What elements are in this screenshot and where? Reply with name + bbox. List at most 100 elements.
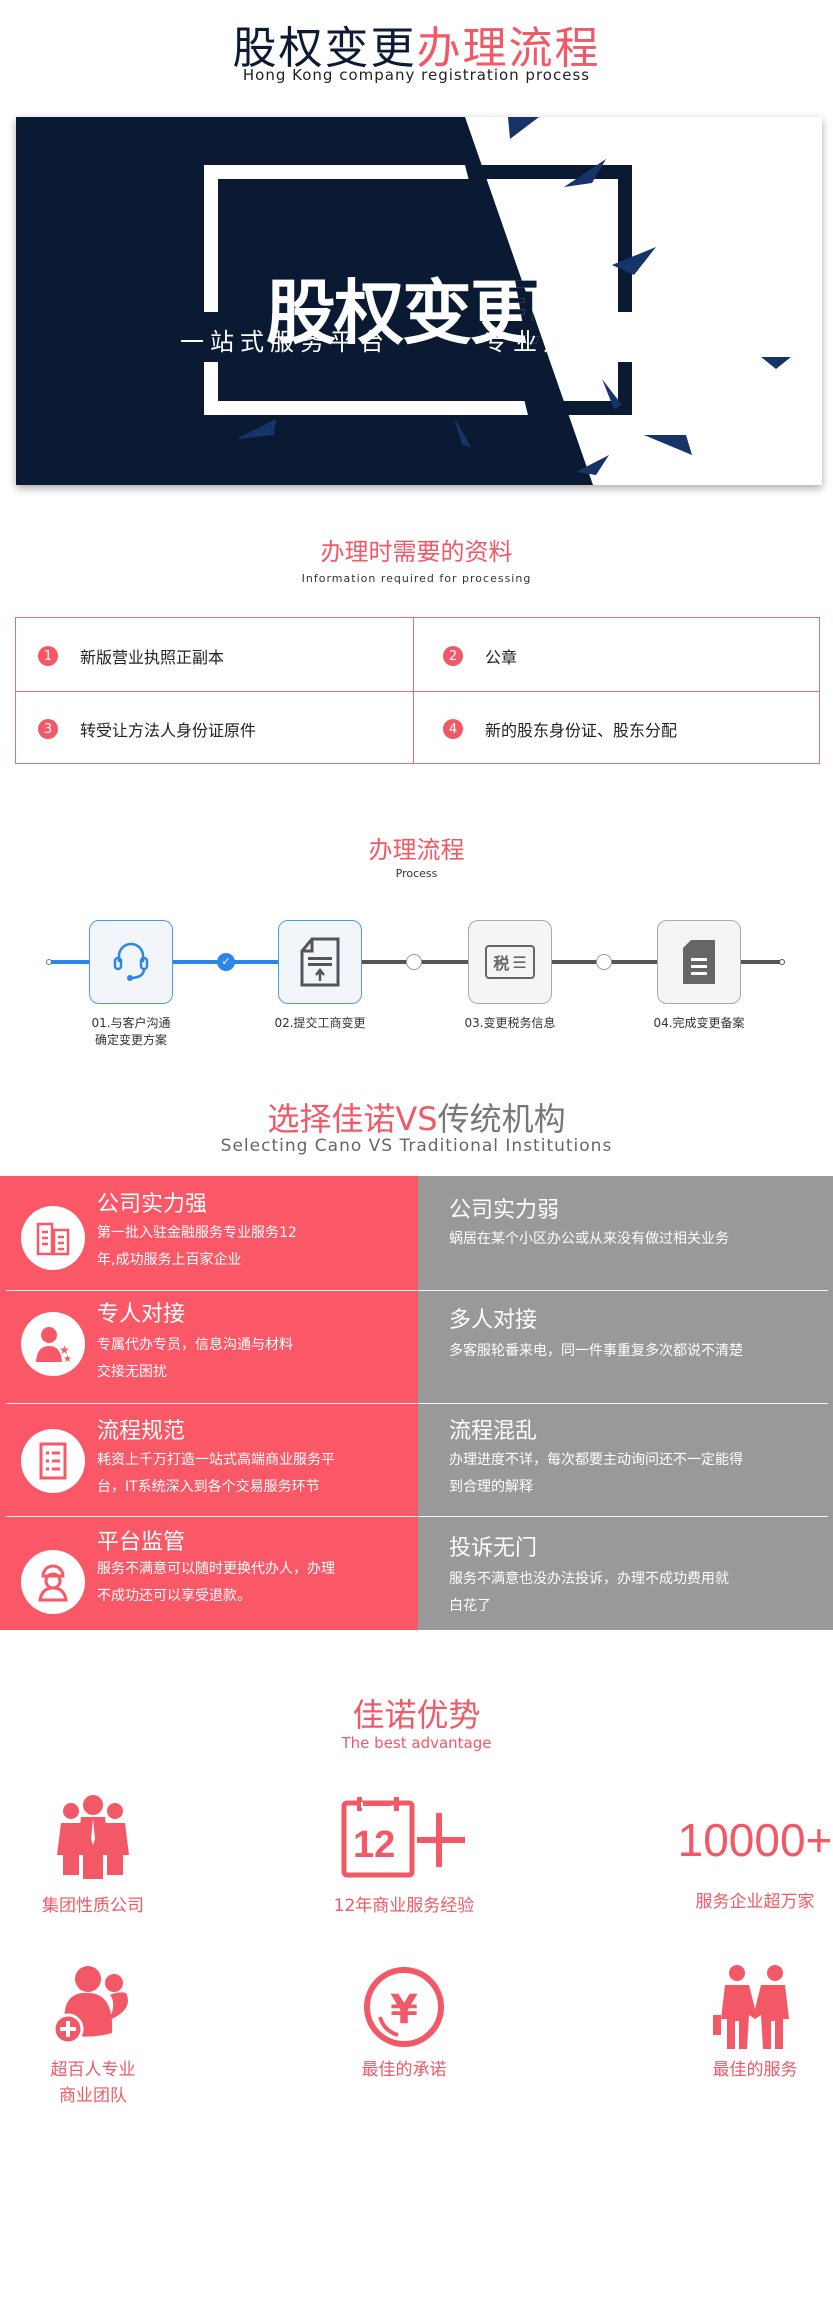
tax-icon-text: 税 (493, 954, 510, 973)
desc-line: 不成功还可以享受退款。 (97, 1588, 251, 1604)
materials-subtitle: Information required for processing (301, 572, 532, 585)
cano-desc: 服务不满意可以随时更换代办人，办理不成功还可以享受退款。 (97, 1556, 335, 1610)
document-upload-icon (300, 937, 340, 987)
step-label-line: 02.提交工商变更 (274, 1016, 366, 1030)
traditional-desc: 服务不满意也没办法投诉，办理不成功费用就白花了 (449, 1566, 729, 1620)
group-people-icon (57, 1795, 129, 1879)
timeline-dot (406, 954, 422, 970)
step-label: 04.完成变更备案 (629, 1015, 769, 1032)
compare-title: 选择佳诺VS传统机构 (0, 1094, 833, 1140)
timeline-start (46, 959, 52, 965)
material-text: 转受让方法人身份证原件 (80, 721, 257, 740)
compare-row: 流程规范 耗资上千万打造一站式高端商业服务平台，IT系统深入到各个交易服务环节 … (0, 1403, 833, 1516)
supervisor-icon (21, 1550, 85, 1614)
compare-table: 公司实力强 第一批入驻金融服务专业服务12 年,成功服务上百家企业 公司实力弱 蜗… (0, 1176, 833, 1630)
material-item: 3 转受让方法人身份证原件 (38, 717, 256, 741)
materials-title: 办理时需要的资料 (320, 538, 513, 566)
headset-icon (113, 942, 149, 981)
divider (413, 618, 414, 763)
traditional-desc: 蜗居在某个小区办公或从来没有做过相关业务 (449, 1231, 729, 1247)
advantage-label: 服务企业超万家 (695, 1892, 815, 1912)
compare-title-gray: 传统机构 (437, 1100, 566, 1138)
page-title: 股权变更办理流程 (0, 12, 833, 76)
advantage-item: 超百人专业 商业团队 (0, 1965, 193, 2109)
traditional-title: 公司实力弱 (449, 1198, 560, 1223)
material-item: 2 公章 (443, 644, 517, 668)
desc-line: 第一批入驻金融服务专业服务12 (97, 1225, 297, 1241)
yen-coin-icon: ¥ (364, 1967, 444, 2047)
checklist-icon (21, 1429, 85, 1493)
number-badge: 2 (443, 646, 463, 666)
page-subtitle: Hong Kong company registration process (242, 66, 591, 84)
tax-icon: 税☰ (485, 945, 535, 979)
advantage-label: 集团性质公司 (42, 1896, 144, 1916)
process-subtitle: Process (395, 867, 438, 880)
cano-title: 流程规范 (97, 1419, 186, 1444)
svg-text:★: ★ (59, 1343, 70, 1357)
hero-banner: 股权变更 股权变更 一站式服务平台 专业办理服务 (16, 117, 822, 485)
step-3[interactable]: 税☰ (468, 920, 552, 1004)
desc-line: 服务不满意也没办法投诉，办理不成功费用就 (449, 1571, 729, 1587)
svg-text:★★: ★★ (63, 1354, 73, 1364)
cano-desc: 耗资上千万打造一站式高端商业服务平台，IT系统深入到各个交易服务环节 (97, 1447, 335, 1501)
advantage-item: 12 12年商业服务经验 (304, 1795, 504, 1919)
step-label: 02.提交工商变更 (250, 1015, 390, 1032)
agent-star-icon: ★★★ (21, 1312, 85, 1376)
divider (16, 691, 819, 692)
file-icon (683, 940, 715, 984)
compare-title-red: 选择佳诺VS (267, 1100, 438, 1138)
advantage-label: 最佳的服务 (712, 2060, 798, 2080)
step-2[interactable] (278, 920, 362, 1004)
advantage-label: 最佳的承诺 (361, 2060, 447, 2080)
step-label: 03.变更税务信息 (440, 1015, 580, 1032)
desc-line: 服务不满意可以随时更换代办人，办理 (97, 1561, 335, 1577)
step-1[interactable] (89, 920, 173, 1004)
material-text: 新的股东身份证、股东分配 (485, 721, 678, 740)
frame-gap (611, 312, 641, 362)
title-dark: 股权变更 (232, 23, 417, 74)
advantage-label: 商业团队 (59, 2086, 127, 2106)
material-item: 4 新的股东身份证、股东分配 (443, 717, 677, 741)
step-label-line: 04.完成变更备案 (653, 1016, 745, 1030)
desc-line: 耗资上千万打造一站式高端商业服务平 (97, 1452, 335, 1468)
desc-line: 白花了 (449, 1598, 491, 1614)
advantage-item: 最佳的服务 (655, 1965, 833, 2083)
desc-line: 专属代办专员，信息沟通与材料 (97, 1337, 293, 1353)
advantage-item: ¥ 最佳的承诺 (304, 1965, 504, 2083)
material-text: 公章 (485, 648, 518, 667)
timeline-dot (596, 954, 612, 970)
calendar-12-plus-icon: 12 (341, 1797, 465, 1878)
desc-line: 到合理的解释 (449, 1479, 533, 1495)
traditional-title: 多人对接 (449, 1308, 538, 1333)
step-label-line: 确定变更方案 (94, 1033, 167, 1047)
cano-title: 平台监管 (97, 1530, 186, 1555)
banner-tagline-right: 专业办理服务 (483, 328, 663, 356)
banner-tagline-left: 一站式服务平台 (180, 328, 390, 356)
number-badge: 1 (38, 646, 58, 666)
compare-subtitle: Selecting Cano VS Traditional Institutio… (220, 1136, 613, 1156)
desc-line: 交接无困扰 (97, 1364, 167, 1380)
step-4[interactable] (657, 920, 741, 1004)
advantage-label: 12年商业服务经验 (333, 1896, 475, 1916)
check-icon: ✓ (217, 953, 235, 971)
traditional-desc: 办理进度不详，每次都要主动询问还不一定能得到合理的解释 (449, 1447, 743, 1501)
number-badge: 4 (443, 719, 463, 739)
compare-row: 平台监管 服务不满意可以随时更换代办人，办理不成功还可以享受退款。 投诉无门 服… (0, 1516, 833, 1629)
calendar-number: 12 (353, 1824, 395, 1866)
process-title: 办理流程 (368, 836, 465, 864)
advantage-item: 集团性质公司 (0, 1795, 193, 1919)
title-red: 办理流程 (416, 23, 601, 74)
cano-title: 专人对接 (97, 1302, 186, 1327)
timeline-end (779, 959, 785, 965)
handshake-people-icon (713, 1965, 789, 2049)
advantage-label: 超百人专业 (50, 2060, 136, 2080)
add-team-icon (52, 1966, 128, 2045)
desc-line: 年,成功服务上百家企业 (97, 1252, 242, 1268)
number-badge: 3 (38, 719, 58, 739)
step-label: 01.与客户沟通确定变更方案 (61, 1015, 201, 1049)
svg-text:¥: ¥ (390, 1987, 418, 2033)
cano-title: 公司实力强 (97, 1192, 208, 1217)
